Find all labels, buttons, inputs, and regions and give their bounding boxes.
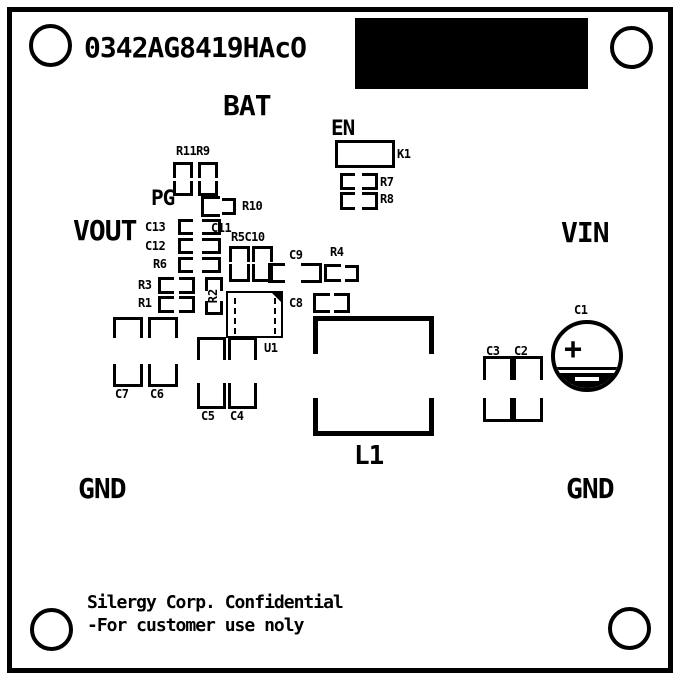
c1-label: C1 [574, 303, 588, 317]
c8-pad-left [313, 293, 330, 313]
c5-label: C5 [201, 409, 215, 423]
r7-label: R7 [380, 175, 394, 189]
r10-label: R10 [242, 199, 263, 213]
r6-pad-right [202, 257, 221, 273]
net-label-bat: BAT [223, 89, 272, 122]
u1-pin1-marker [272, 293, 281, 302]
r6-label: R6 [153, 257, 167, 271]
c5-pad-top [197, 337, 226, 360]
r11-pad-bottom [173, 181, 193, 196]
mounting-hole-top-left [29, 24, 72, 67]
c9-pad-left [268, 263, 285, 283]
r4-pad-left [324, 264, 341, 282]
r4-label: R4 [330, 245, 344, 259]
c3-pad-bottom [483, 398, 513, 422]
c5-pad-bottom [197, 383, 226, 409]
u1-body [226, 291, 283, 338]
r1-label: R1 [138, 296, 152, 310]
r11r9-label: R11R9 [176, 144, 210, 158]
r8-pad-right [362, 192, 378, 210]
c7-pad-bottom [113, 364, 143, 387]
r9-pad-bottom [198, 181, 218, 196]
r3-pad-left [158, 277, 174, 294]
r5-pad-top [229, 246, 250, 262]
r8-pad-left [340, 192, 355, 210]
c6-label: C6 [150, 387, 164, 401]
c10-pad-bottom [252, 264, 273, 282]
r5-pad-bottom [229, 264, 250, 282]
r9-pad-top [198, 162, 218, 178]
c1-electrolytic-symbol: + [551, 320, 623, 392]
r2-pad-top [205, 277, 223, 291]
c4-pad-bottom [228, 383, 257, 409]
polarity-plus-icon: + [564, 332, 583, 367]
c13-label: C13 [145, 220, 166, 234]
c7-pad-top [113, 317, 143, 338]
r11-pad-top [173, 162, 193, 178]
c2-pad-top [513, 356, 543, 380]
r4-pad-right [345, 265, 359, 282]
r2-label: R2 [206, 288, 221, 304]
c13-pad-left [178, 219, 193, 235]
black-label-block [355, 18, 588, 89]
footer-line-2: -For customer use noly [87, 615, 304, 636]
net-label-vin: VIN [561, 216, 610, 249]
r10-pad-right [222, 198, 236, 215]
r5c10-label: R5C10 [231, 230, 265, 244]
l1-outline-top [313, 316, 434, 354]
c8-label: C8 [289, 296, 303, 310]
c4-pad-top [228, 337, 257, 360]
u1-pin-row-right [274, 298, 276, 334]
c2-pad-bottom [513, 398, 543, 422]
u1-pin-row-left [234, 298, 236, 334]
net-label-gnd-right: GND [566, 472, 615, 505]
c3-label: C3 [486, 344, 500, 358]
c12-pad-left [178, 238, 193, 254]
polarity-minus-icon [575, 377, 599, 381]
c4-label: C4 [230, 409, 244, 423]
mounting-hole-bottom-right [608, 607, 651, 650]
c12-label: C12 [145, 239, 166, 253]
mounting-hole-top-right [610, 26, 653, 69]
c6-pad-top [148, 317, 178, 338]
c11-label: C11 [211, 221, 232, 235]
net-label-pg: PG [151, 186, 175, 210]
l1-label: L1 [354, 441, 384, 471]
c10-pad-top [252, 246, 273, 262]
net-label-vout: VOUT [73, 214, 137, 247]
c12-pad-right [202, 238, 221, 254]
r3-label: R3 [138, 278, 152, 292]
c8-pad-right [334, 293, 350, 313]
u1-label: U1 [264, 341, 278, 355]
cap-stripe [555, 367, 619, 370]
mounting-hole-bottom-left [30, 608, 73, 651]
c6-pad-bottom [148, 364, 178, 387]
c9-label: C9 [289, 248, 303, 262]
k1-footprint [335, 140, 395, 168]
r6-pad-left [178, 257, 193, 273]
board-outline [7, 7, 673, 673]
r7-pad-left [340, 173, 355, 190]
l1-outline-bottom [313, 398, 434, 436]
r3-pad-right [179, 277, 195, 294]
net-label-gnd-left: GND [78, 472, 127, 505]
r8-label: R8 [380, 192, 394, 206]
board-id-text: 0342AG8419HAcO [84, 31, 307, 64]
cap-negative-band [555, 373, 619, 388]
r7-pad-right [362, 173, 378, 190]
c9-pad-right [301, 263, 322, 283]
c3-pad-top [483, 356, 513, 380]
footer-line-1: Silergy Corp. Confidential [87, 592, 344, 613]
c13-pad-right [202, 219, 221, 235]
r1-pad-right [179, 296, 195, 313]
r10-pad-left [201, 196, 220, 217]
r2-pad-bottom [205, 301, 223, 315]
c7-label: C7 [115, 387, 129, 401]
net-label-en: EN [331, 116, 355, 140]
r1-pad-left [158, 296, 174, 313]
c2-label: C2 [514, 344, 528, 358]
k1-label: K1 [397, 147, 411, 161]
